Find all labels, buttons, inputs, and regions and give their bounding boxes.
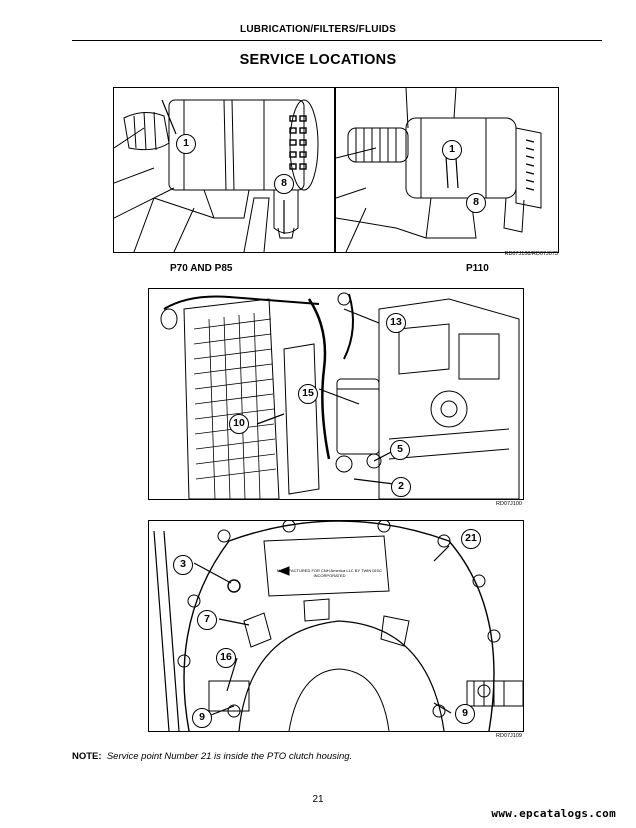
callout-1: 1 bbox=[442, 140, 462, 160]
nameplate-text: MANUFACTURED FOR CNH America LLC BY TWIN… bbox=[277, 568, 382, 578]
figure-reference-middle: RD07J100 bbox=[496, 501, 522, 507]
note-label: NOTE: bbox=[72, 751, 102, 762]
figure-p70-p85: 1 8 bbox=[113, 87, 335, 253]
callout-8: 8 bbox=[274, 174, 294, 194]
callout-16: 16 bbox=[216, 648, 236, 668]
figure-engine-side: 13 15 10 5 2 bbox=[148, 288, 524, 500]
callout-8: 8 bbox=[466, 193, 486, 213]
pto-clutch-illustration bbox=[153, 521, 523, 731]
air-filter-illustration-p70 bbox=[114, 99, 319, 252]
caption-p70-p85: P70 AND P85 bbox=[170, 263, 233, 274]
callout-21: 21 bbox=[461, 529, 481, 549]
note-text: Service point Number 21 is inside the PT… bbox=[106, 751, 353, 762]
callout-3: 3 bbox=[173, 555, 193, 575]
watermark-url[interactable]: www.epcatalogs.com bbox=[491, 807, 616, 820]
callout-2: 2 bbox=[391, 477, 411, 497]
callout-7: 7 bbox=[197, 610, 217, 630]
air-filter-illustration-p110 bbox=[336, 88, 542, 252]
figure-reference-bottom: RD07J109 bbox=[496, 733, 522, 739]
callout-10: 10 bbox=[229, 414, 249, 434]
callout-5: 5 bbox=[390, 440, 410, 460]
figure-pto-housing: MANUFACTURED FOR CNH America LLC BY TWIN… bbox=[148, 520, 524, 732]
page-number: 21 bbox=[312, 794, 324, 805]
callout-1: 1 bbox=[176, 134, 196, 154]
callout-9-left: 9 bbox=[192, 708, 212, 728]
engine-illustration bbox=[160, 292, 520, 499]
note: NOTE: Service point Number 21 is inside … bbox=[72, 751, 352, 762]
header-rule bbox=[72, 40, 602, 41]
figure-p110: 1 8 bbox=[335, 87, 559, 253]
page-title: SERVICE LOCATIONS bbox=[239, 52, 397, 68]
callout-9-right: 9 bbox=[455, 704, 475, 724]
callout-15: 15 bbox=[298, 384, 318, 404]
callout-13: 13 bbox=[386, 313, 406, 333]
section-header: LUBRICATION/FILTERS/FLUIDS bbox=[240, 24, 396, 35]
caption-p110: P110 bbox=[466, 263, 489, 274]
figure-reference-top: RD07J108/RD07J073 bbox=[504, 251, 558, 257]
